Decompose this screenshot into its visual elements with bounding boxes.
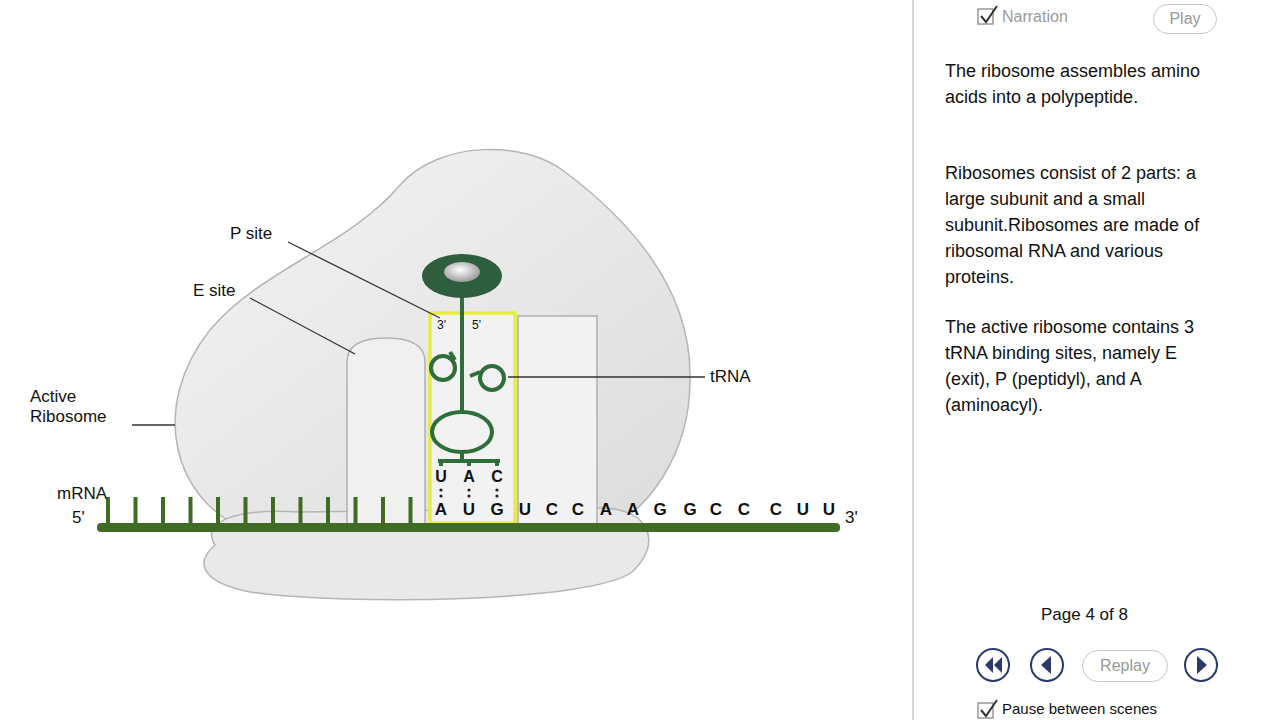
button-label: Play [1169, 10, 1200, 28]
checkbox [978, 700, 997, 718]
anticodon-base: U [435, 467, 447, 486]
anticodon-base: A [463, 467, 475, 486]
end-label: 5' [72, 508, 85, 528]
codon-base: G [683, 500, 696, 520]
codon-base: U [463, 500, 475, 520]
codon-base: C [572, 500, 584, 520]
checkbox-label: Pause between scenes [1002, 700, 1157, 718]
end-label: 3' [437, 318, 446, 332]
narration-text: The active ribosome contains 3 tRNA bind… [945, 314, 1220, 418]
codon-base: U [797, 500, 809, 520]
panel-divider [912, 0, 914, 720]
checkbox-label: Narration [1002, 7, 1068, 26]
codon-base: A [600, 500, 612, 520]
button-label: Replay [1100, 657, 1150, 675]
replay-button: Replay [1082, 650, 1168, 682]
codon-base: C [710, 500, 722, 520]
codon-base: C [738, 500, 750, 520]
codon-base: U [823, 500, 835, 520]
part-label: tRNA [710, 367, 751, 387]
nav-rewind-button [977, 649, 1009, 681]
large-subunit [175, 149, 690, 532]
leader-lines [132, 242, 705, 425]
mrna-strand [97, 523, 840, 532]
checkbox [978, 6, 997, 24]
p-site-slot [430, 313, 515, 523]
page-counter: Page 4 of 8 [1041, 605, 1128, 625]
codon-base: C [770, 500, 782, 520]
mrna-bases [108, 497, 411, 524]
a-site-slot [518, 316, 597, 524]
codon-base: G [490, 500, 503, 520]
end-label: 5' [472, 318, 481, 332]
codon-base: U [519, 500, 531, 520]
play-button: Play [1153, 4, 1217, 34]
amino-acid-highlight [444, 262, 480, 282]
site-label: E site [193, 281, 236, 301]
site-label: P site [230, 224, 272, 244]
codon-base: A [627, 500, 639, 520]
amino-acid [422, 254, 502, 298]
nav-back-button [1031, 649, 1063, 681]
nav-forward-button [1185, 649, 1217, 681]
codon-base: C [546, 500, 558, 520]
anticodon-base: C [491, 467, 503, 486]
part-label: Active Ribosome [30, 387, 130, 428]
narration-text: Ribosomes consist of 2 parts: a large su… [945, 160, 1215, 290]
trna-shape [431, 296, 504, 466]
part-label: mRNA [57, 484, 107, 504]
codon-base: G [653, 500, 666, 520]
codon-base: A [435, 500, 447, 520]
base-pair-dots [439, 488, 498, 497]
narration-text: The ribosome assembles amino acids into … [945, 58, 1210, 110]
e-site-slot [347, 338, 425, 524]
end-label: 3' [845, 508, 858, 528]
